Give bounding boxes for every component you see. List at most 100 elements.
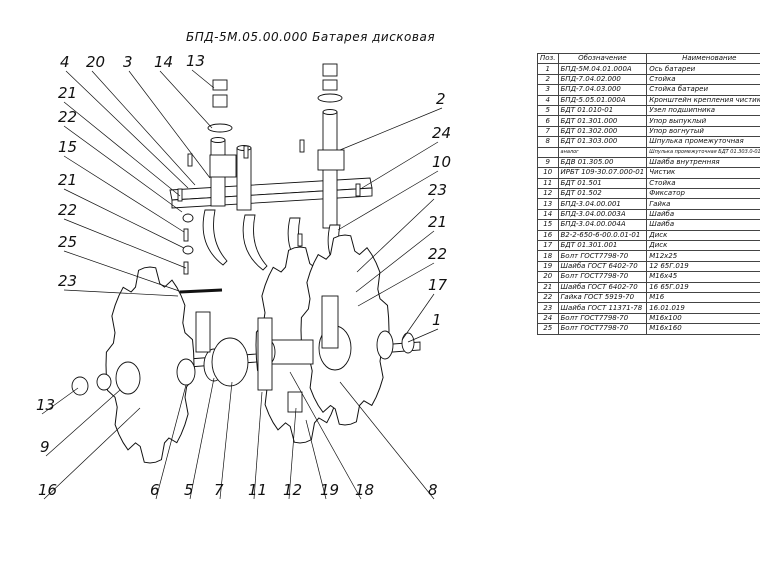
table-cell-pos: 14 xyxy=(537,208,559,221)
table-cell-pos: 2 xyxy=(537,73,559,86)
callout-label: 16 xyxy=(38,481,57,499)
callout-label: 22 xyxy=(428,245,447,263)
table-cell-name: Кронштейн крепления чистиков xyxy=(646,94,760,106)
header-pos: Поз. xyxy=(537,52,559,65)
table-cell-pos: 10 xyxy=(537,167,559,179)
callout-leader-line xyxy=(337,170,439,231)
callout-leader-line xyxy=(305,419,327,500)
table-cell-name: М16 xyxy=(646,291,760,304)
table-cell-designation: аналог xyxy=(557,146,648,158)
table-cell-designation: БДТ 01.302.000 xyxy=(557,125,648,138)
callout-leader-line xyxy=(253,391,263,500)
table-cell-name: Шайба внутренняя xyxy=(646,156,760,169)
header-name: Наименование xyxy=(646,52,760,65)
callout-label: 20 xyxy=(86,53,105,71)
callout-leader-line xyxy=(91,70,196,186)
table-cell-pos: 15 xyxy=(537,219,559,231)
callout-leader-line xyxy=(63,125,183,213)
table-cell-pos: 22 xyxy=(537,291,559,304)
callout-leader-line xyxy=(407,328,439,343)
callout-leader-line xyxy=(63,188,185,249)
drawing-title: БПД-5М.05.00.000 Батарея дисковая xyxy=(186,30,436,44)
table-cell-designation: БПД-3.04.00.003А xyxy=(557,208,648,221)
callout-leader-line xyxy=(191,69,215,89)
standoff-11 xyxy=(195,311,211,353)
callout-label: 22 xyxy=(58,108,77,126)
table-cell-designation: БДТ 01.301.001 xyxy=(557,240,648,252)
callout-label: 22 xyxy=(58,201,77,219)
table-cell-name: М12х25 xyxy=(646,250,760,262)
callout-label: 25 xyxy=(58,233,77,251)
table-cell-designation: БДТ 01.010-01 xyxy=(557,104,648,117)
table-cell-name: Упор выпуклый xyxy=(646,115,760,127)
table-cell-name: Диск xyxy=(646,240,760,252)
washer-14 xyxy=(207,123,233,133)
table-cell-designation: БДТ 01.502 xyxy=(557,188,648,200)
stand-post-top xyxy=(210,137,226,143)
callout-leader-line xyxy=(63,101,181,197)
callout-leader-line xyxy=(356,198,435,273)
table-cell-designation: Гайка ГОСТ 5919-70 xyxy=(557,291,648,304)
concave-stop-7 xyxy=(211,337,249,387)
callout-label: 1 xyxy=(432,311,442,329)
table-cell-pos: 12 xyxy=(537,188,559,200)
callout-label: 23 xyxy=(58,272,77,290)
table-cell-name: Чистик xyxy=(646,167,760,179)
table-cell-pos: 8 xyxy=(537,136,559,148)
scraper-10 xyxy=(202,209,228,266)
table-cell-designation: БДТ 01.303.000 xyxy=(557,136,648,148)
table-cell-designation: БДТ 01.501 xyxy=(557,177,648,190)
table-cell-designation: Болт ГОСТ7798-70 xyxy=(557,323,648,335)
callout-leader-line xyxy=(65,70,189,189)
washer-14 xyxy=(317,93,343,103)
callout-label: 10 xyxy=(432,153,451,171)
callout-label: 8 xyxy=(428,481,438,499)
table-cell-pos: 9 xyxy=(537,156,559,169)
callout-label: 9 xyxy=(40,438,50,456)
standoff-11 xyxy=(321,295,339,349)
table-cell-name: Стойка xyxy=(646,177,760,190)
callout-label: 19 xyxy=(320,481,339,499)
table-cell-name: Ось батареи xyxy=(646,63,760,75)
stand-bracket xyxy=(317,149,345,171)
callout-label: 21 xyxy=(58,84,77,102)
parts-specification-table: Поз. Обозначение Наименование К 1БПД-5М.… xyxy=(537,52,760,335)
callout-leader-line xyxy=(339,107,443,151)
convex-stop-6 xyxy=(176,358,196,386)
table-cell-name: Шпулька промежуточная xyxy=(646,136,760,148)
callout-leader-line xyxy=(41,387,79,415)
hub-washer xyxy=(376,330,394,360)
stand-post-top xyxy=(322,109,338,115)
table-cell-name: Шайба xyxy=(646,208,760,221)
bolt xyxy=(243,145,249,159)
table-cell-designation: БПД-5М.04.01.000А xyxy=(557,63,648,75)
callout-label: 2 xyxy=(436,90,446,108)
callout-leader-line xyxy=(63,250,183,293)
callout-leader-line xyxy=(357,262,435,307)
table-cell-pos: 16 xyxy=(537,229,559,242)
table-cell-name: Упор вогнутый xyxy=(646,125,760,138)
table-cell-designation: БДВ 01.305.00 xyxy=(557,156,648,169)
callout-label: 14 xyxy=(154,53,173,71)
callout-label: 7 xyxy=(214,481,224,499)
table-cell-designation: В2-2-650-6-00.0.01-01 xyxy=(557,229,648,242)
table-cell-pos: 11 xyxy=(537,177,559,190)
bolt xyxy=(187,153,193,167)
callout-label: 23 xyxy=(428,181,447,199)
table-cell-designation: БПД-3.04.00.001 xyxy=(557,198,648,210)
